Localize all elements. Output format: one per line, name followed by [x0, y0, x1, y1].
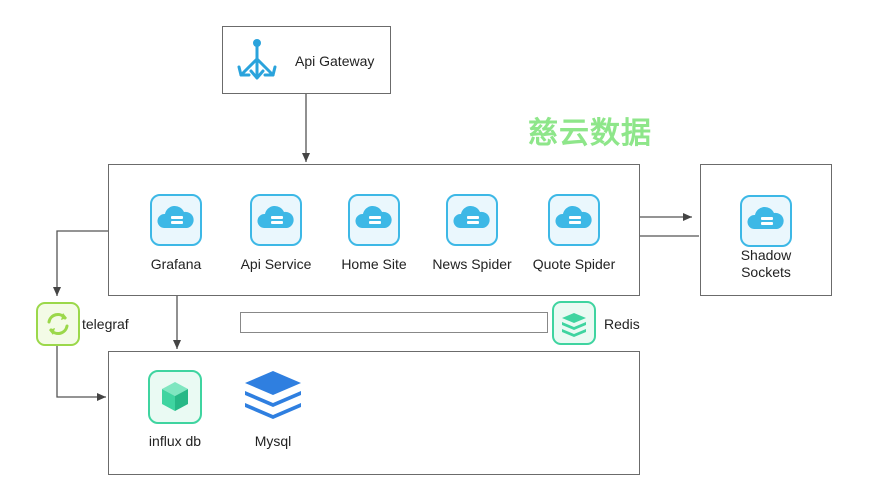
watermark-text: 慈云数据	[528, 116, 652, 151]
service-label-api-service: Api Service	[240, 256, 312, 272]
service-label-grafana: Grafana	[150, 256, 202, 272]
grafana-cloud-icon	[150, 194, 202, 246]
service-label-news-spider: News Spider	[432, 256, 512, 272]
mysql-layers-icon	[245, 371, 301, 419]
redis-label: Redis	[604, 316, 640, 332]
api-gateway-icon	[237, 39, 277, 80]
shadowsocks-label-line1: Shadow	[740, 247, 792, 263]
quote-spider-cloud-icon	[548, 194, 600, 246]
shadowsocks-label-line2: Sockets	[741, 264, 791, 280]
shadowsocks-box: Shadow Sockets	[700, 164, 832, 296]
influxdb-cube-icon	[148, 370, 202, 424]
services-to-telegraf-arrow	[53, 230, 108, 296]
service-label-quote-spider: Quote Spider	[532, 256, 616, 272]
service-label-home-site: Home Site	[341, 256, 407, 272]
api-gateway-label: Api Gateway	[295, 53, 375, 69]
api-gateway-box: Api Gateway	[222, 26, 391, 94]
api-service-cloud-icon	[250, 194, 302, 246]
redis-bar	[240, 312, 548, 333]
home-site-cloud-icon	[348, 194, 400, 246]
telegraf-to-storage-arrow	[56, 346, 106, 401]
telegraf-label: telegraf	[82, 316, 129, 332]
shadowsocks-cloud-icon	[740, 195, 792, 247]
storage-label-influxdb: influx db	[148, 433, 202, 449]
storage-label-mysql: Mysql	[254, 433, 292, 449]
telegraf-sync-icon	[36, 302, 80, 346]
redis-stack-icon	[552, 301, 596, 345]
news-spider-cloud-icon	[446, 194, 498, 246]
